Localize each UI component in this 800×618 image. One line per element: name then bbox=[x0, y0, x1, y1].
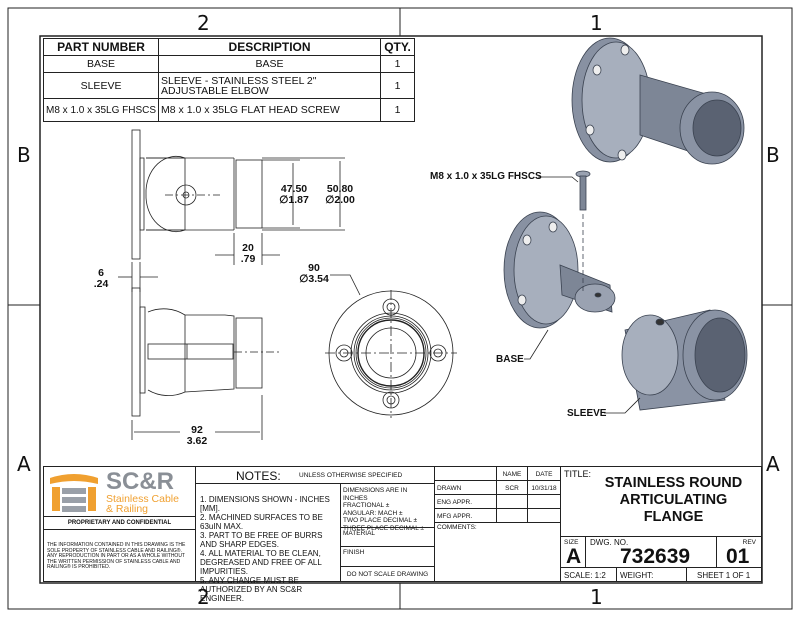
bom-header: DESCRIPTION bbox=[158, 38, 382, 56]
notes-list: 1. DIMENSIONS SHOWN - INCHES [MM].2. MAC… bbox=[195, 483, 341, 603]
rev-cell: REV 01 bbox=[716, 536, 762, 568]
zone-label-left: B bbox=[17, 143, 31, 167]
sheet-field: SHEET 1 OF 1 bbox=[686, 567, 762, 582]
bom-qty: 1 bbox=[380, 72, 416, 99]
dim-90: 90∅3.54 bbox=[299, 262, 329, 285]
title-label: TITLE: bbox=[564, 469, 592, 479]
front-view bbox=[131, 287, 280, 440]
rev-label: REV bbox=[742, 539, 756, 546]
zone-label-bottom: 1 bbox=[590, 585, 603, 609]
notes-subtitle: UNLESS OTHERWISE SPECIFIED bbox=[299, 472, 403, 479]
dwg-cell: DWG. NO. 732639 bbox=[585, 536, 717, 568]
bom-desc: BASE bbox=[158, 55, 382, 73]
weight-field: WEIGHT: bbox=[616, 567, 687, 582]
name-header: NAME bbox=[496, 466, 528, 481]
callout-base: BASE bbox=[496, 354, 524, 365]
proprietary-label: PROPRIETARY AND CONFIDENTIAL bbox=[43, 516, 196, 530]
callout-screw: M8 x 1.0 x 35LG FHSCS bbox=[430, 171, 542, 182]
bom-desc: SLEEVE - STAINLESS STEEL 2" ADJUSTABLE E… bbox=[158, 72, 382, 99]
dim-47-50: 47.50∅1.87 bbox=[279, 183, 309, 206]
material-field: MATERIAL bbox=[340, 527, 435, 547]
zone-label-left: A bbox=[17, 452, 31, 476]
disclaimer: THE INFORMATION CONTAINED IN THIS DRAWIN… bbox=[43, 529, 196, 582]
logo: SC&R Stainless Cable& Railing bbox=[43, 466, 196, 517]
logo-text: SC&R bbox=[106, 468, 175, 495]
bom-desc: M8 x 1.0 x 35LG FLAT HEAD SCREW bbox=[158, 98, 382, 122]
eng-appr-name bbox=[496, 494, 528, 509]
size-label: SIZE bbox=[564, 539, 579, 546]
drawn-label: DRAWN bbox=[434, 480, 497, 495]
isometric-screw bbox=[575, 170, 591, 211]
mfg-appr-label: MFG APPR. bbox=[434, 508, 497, 523]
rev-value: 01 bbox=[726, 545, 750, 568]
finish-field: FINISH bbox=[340, 546, 435, 567]
drawn-name: SCR bbox=[496, 480, 528, 495]
isometric-assembled bbox=[571, 37, 745, 165]
logo-mark-icon bbox=[50, 474, 98, 512]
title-cell: TITLE: STAINLESS ROUND ARTICULATING FLAN… bbox=[560, 466, 762, 537]
dim-6: 6.24 bbox=[93, 267, 109, 290]
isometric-sleeve bbox=[621, 309, 748, 411]
size-cell: SIZE A bbox=[560, 536, 586, 568]
zone-label-right: B bbox=[766, 143, 780, 167]
bom-part: SLEEVE bbox=[42, 72, 160, 99]
logo-name: Stainless Cable& Railing bbox=[106, 493, 179, 515]
bom-qty: 1 bbox=[380, 55, 416, 73]
top-view bbox=[118, 129, 345, 292]
no-scale-note: DO NOT SCALE DRAWING bbox=[340, 566, 435, 582]
zone-label-bottom: 2 bbox=[197, 585, 210, 609]
bom-part: BASE bbox=[42, 55, 160, 73]
blank-cell bbox=[434, 466, 497, 481]
dim-50-80: 50.80∅2.00 bbox=[325, 183, 355, 206]
zone-label-right: A bbox=[766, 452, 780, 476]
dim-20: 20.79 bbox=[240, 242, 256, 265]
bom-header: PART NUMBER bbox=[42, 38, 160, 56]
dwg-number: 732639 bbox=[620, 545, 691, 568]
bom-qty: 1 bbox=[380, 98, 416, 122]
isometric-base bbox=[503, 211, 616, 329]
mfg-appr-name bbox=[496, 508, 528, 523]
dwg-label: DWG. NO. bbox=[590, 538, 629, 547]
inner-frame bbox=[39, 35, 763, 584]
comments-field: COMMENTS: bbox=[434, 522, 561, 582]
date-header: DATE bbox=[527, 466, 561, 481]
eng-appr-label: ENG APPR. bbox=[434, 494, 497, 509]
notes-header: NOTES: UNLESS OTHERWISE SPECIFIED bbox=[195, 466, 435, 484]
bom-header: QTY. bbox=[380, 38, 416, 56]
mfg-appr-date bbox=[527, 508, 561, 523]
zone-label-top: 1 bbox=[590, 11, 603, 35]
notes-title: NOTES: bbox=[236, 469, 281, 483]
size-value: A bbox=[566, 545, 582, 568]
scale-field: SCALE: 1:2 bbox=[560, 567, 617, 582]
eng-appr-date bbox=[527, 494, 561, 509]
end-view bbox=[325, 274, 457, 418]
zone-label-top: 2 bbox=[197, 11, 210, 35]
drawing-title: STAINLESS ROUND ARTICULATING FLANGE bbox=[604, 475, 743, 525]
bom-part: M8 x 1.0 x 35LG FHSCS bbox=[42, 98, 160, 122]
callout-sleeve: SLEEVE bbox=[567, 408, 607, 419]
drawn-date: 10/31/18 bbox=[527, 480, 561, 495]
